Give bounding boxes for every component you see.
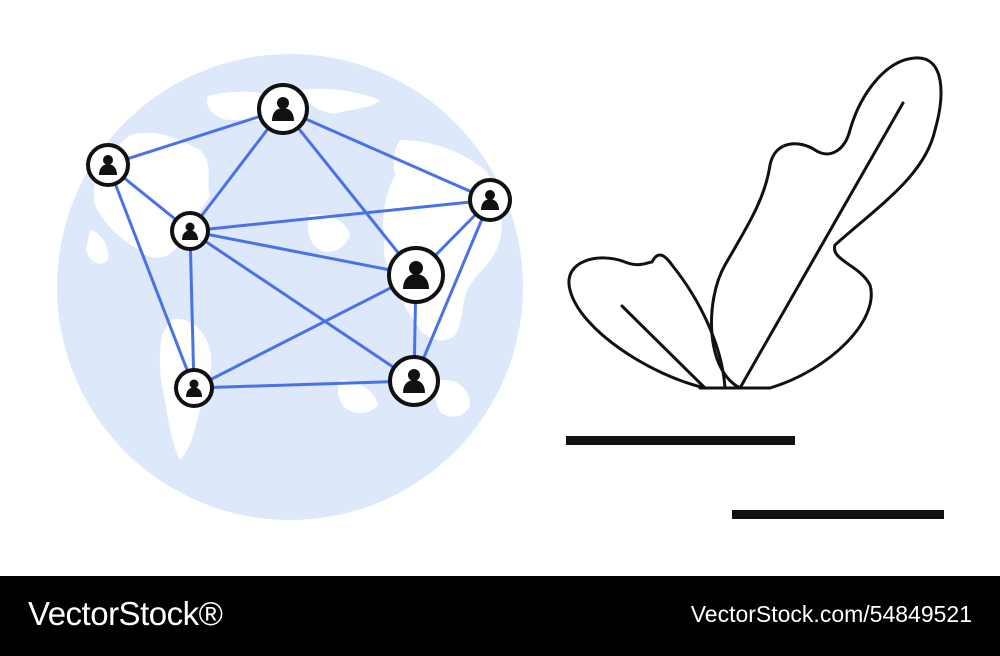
watermark-footer: VectorStock® VectorStock.com/54849521 (0, 576, 1000, 656)
user-icon (388, 355, 440, 407)
ground-lines (566, 436, 944, 519)
user-icon (257, 83, 309, 135)
user-icon (387, 246, 445, 304)
network-nodes (86, 83, 512, 408)
user-icon (468, 178, 512, 222)
brand-logo: VectorStock® (28, 595, 223, 632)
user-icon (170, 211, 210, 251)
user-icon (86, 143, 130, 187)
ground-line-upper (566, 436, 795, 445)
ground-line-lower (732, 510, 944, 519)
illustration (57, 54, 944, 520)
user-icon (174, 368, 214, 408)
image-id-text: VectorStock.com/54849521 (690, 600, 972, 627)
leaf-icon (567, 56, 943, 390)
